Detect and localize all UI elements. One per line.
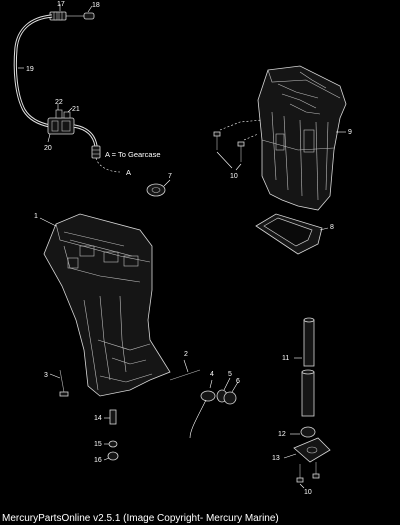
grommet-7 xyxy=(146,179,171,197)
callout-17: 17 xyxy=(57,1,65,8)
callout-20: 20 xyxy=(44,145,52,152)
hose-end-fitting xyxy=(91,145,101,159)
callout-8: 8 xyxy=(330,224,334,231)
parts-12-13-10-lower xyxy=(283,426,331,489)
callout-1: 1 xyxy=(34,213,38,220)
callout-9: 9 xyxy=(348,129,352,136)
callout-16: 16 xyxy=(94,457,102,464)
fitting-18 xyxy=(83,12,95,20)
callout-22: 22 xyxy=(55,99,63,106)
parts-14-15-16 xyxy=(103,409,119,461)
callout-10-lower: 10 xyxy=(304,489,312,496)
callout-21: 21 xyxy=(72,106,80,113)
callout-18: 18 xyxy=(92,2,100,9)
tube-11 xyxy=(294,317,315,417)
callout-13: 13 xyxy=(272,455,280,462)
bolt-3 xyxy=(49,369,69,397)
callout-19: 19 xyxy=(26,66,34,73)
callout-11: 11 xyxy=(282,355,289,362)
callout-14: 14 xyxy=(94,415,102,422)
callout-7: 7 xyxy=(168,173,172,180)
footer-copyright: MercuryPartsOnline v2.5.1 (Image Copyrig… xyxy=(2,513,279,524)
callout-6: 6 xyxy=(236,378,240,385)
gasket-8 xyxy=(255,213,329,255)
clip-21 xyxy=(63,111,71,119)
label-gearcase-note: A = To Gearcase xyxy=(105,150,161,159)
stud-2 xyxy=(169,359,201,381)
callout-2: 2 xyxy=(184,351,188,358)
fitting-22 xyxy=(55,109,63,119)
callout-4: 4 xyxy=(210,371,214,378)
label-point-a: A xyxy=(126,168,131,177)
fitting-17 xyxy=(49,11,67,21)
parts-4-5-6 xyxy=(189,377,239,439)
driveshaft-housing-1 xyxy=(39,213,171,397)
bolts-10-upper xyxy=(213,119,263,171)
callout-3: 3 xyxy=(44,372,48,379)
callout-12: 12 xyxy=(278,431,286,438)
callout-5: 5 xyxy=(228,371,232,378)
adapter-plate-9 xyxy=(257,65,347,211)
hose-assembly xyxy=(13,4,121,173)
callout-10-upper: 10 xyxy=(230,173,238,180)
callout-15: 15 xyxy=(94,441,102,448)
